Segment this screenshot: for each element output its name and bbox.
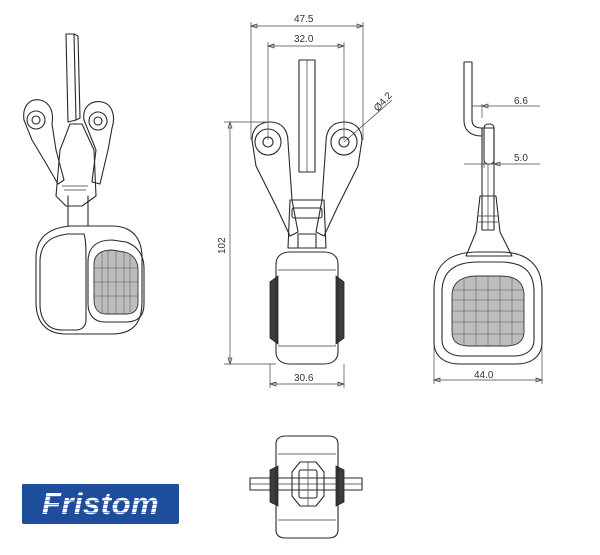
dim-hole-diameter: Ø4.2: [372, 90, 395, 114]
isometric-view: [23, 33, 145, 335]
front-view: 47.5 32.0 Ø4.2 102 30.6: [217, 14, 395, 388]
dim-housing-width: 30.6: [294, 373, 314, 384]
brand-logo-text: Fristom: [41, 486, 160, 521]
dim-hole-spacing: 32.0: [294, 34, 314, 45]
dim-height: 102: [217, 237, 228, 254]
dim-bracket-thickness: 5.0: [514, 153, 528, 164]
dim-side-width: 44.0: [474, 370, 494, 381]
bottom-view: [249, 435, 363, 539]
dim-overall-width: 47.5: [294, 14, 314, 25]
brand-logo: Fristom: [22, 484, 179, 524]
dim-bracket-offset: 6.6: [514, 96, 528, 107]
side-view: 6.6 5.0 44.0: [432, 61, 544, 384]
